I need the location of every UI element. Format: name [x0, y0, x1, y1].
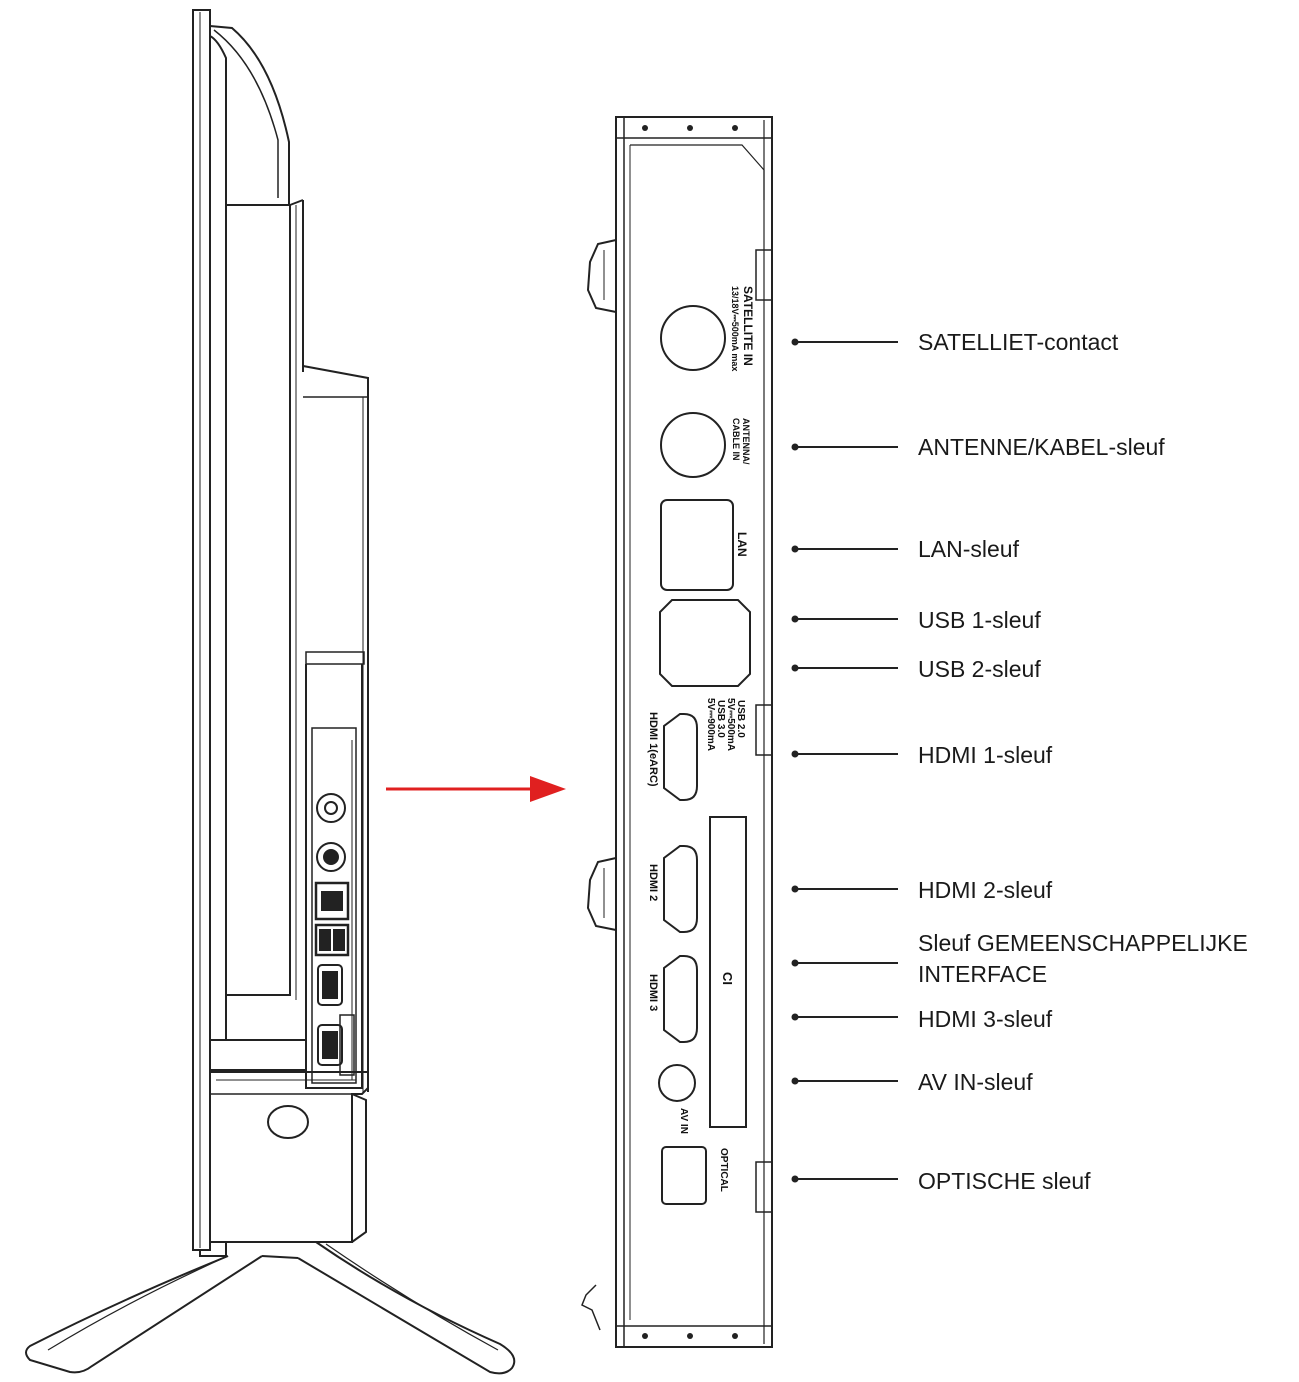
panel-clip-mid: [586, 857, 617, 931]
hdmi1-panel-label: HDMI 1(eARC): [647, 712, 659, 787]
callout-hdmi2: HDMI 2-sleuf: [791, 877, 1053, 903]
avin-port: [658, 1064, 696, 1102]
optical-panel-label: OPTICAL: [718, 1148, 729, 1192]
side-antenna-port: [316, 842, 346, 872]
callout-optical: OPTISCHE sleuf: [791, 1168, 1091, 1194]
hdmi2-panel-label: HDMI 2: [647, 864, 659, 901]
zoom-arrow: [386, 776, 566, 802]
antenna-port: [660, 412, 726, 478]
lan-panel-label: LAN: [735, 532, 749, 557]
callout-hdmi3: HDMI 3-sleuf: [791, 1006, 1053, 1032]
panel-clip-top: [586, 239, 617, 313]
callout-label-usb1: USB 1-sleuf: [918, 607, 1041, 633]
optical-port: [661, 1146, 707, 1205]
side-hdmi-port-2: [317, 1024, 343, 1066]
ci-slot: [709, 816, 747, 1128]
avin-panel-label: AV IN: [678, 1108, 689, 1134]
callout-label-usb2: USB 2-sleuf: [918, 656, 1041, 682]
tv-back-body: [225, 205, 291, 996]
side-lan-port: [314, 881, 350, 921]
callout-usb1: USB 1-sleuf: [791, 607, 1041, 633]
callout-label-ci-line1: Sleuf GEMEENSCHAPPELIJKE: [918, 930, 1248, 956]
callout-satellite: SATELLIET-contact: [791, 329, 1119, 355]
callout-hdmi1: HDMI 1-sleuf: [791, 742, 1053, 768]
callout-label-hdmi3: HDMI 3-sleuf: [918, 1006, 1053, 1032]
usb-port: [659, 599, 751, 687]
connector-panel: [581, 116, 773, 1348]
callout-label-optical: OPTISCHE sleuf: [918, 1168, 1091, 1194]
tv-back-top: [209, 25, 290, 206]
tv-stand-base: [199, 1242, 227, 1257]
stand-screw-hole: [267, 1105, 309, 1139]
usb-panel-label-2: 5V⎓500mA: [725, 698, 736, 751]
usb-panel-label-3: USB 3.0: [715, 700, 726, 738]
callout-label-lan: LAN-sleuf: [918, 536, 1020, 562]
callout-label-ci-line2: INTERFACE: [918, 961, 1047, 987]
antenna-panel-label-1: ANTENNA/: [741, 418, 751, 465]
callout-label-satellite: SATELLIET-contact: [918, 329, 1119, 355]
satellite-port: [660, 305, 726, 371]
callout-label-hdmi2: HDMI 2-sleuf: [918, 877, 1053, 903]
callout-usb2: USB 2-sleuf: [791, 656, 1041, 682]
hdmi1-port: [663, 713, 698, 801]
hdmi2-port: [663, 845, 698, 933]
satellite-panel-label: SATELLITE IN: [741, 286, 755, 366]
hdmi3-panel-label: HDMI 3: [647, 974, 659, 1011]
satellite-spec-label: 13/18V⎓500mA max: [730, 286, 740, 371]
callout-avin: AV IN-sleuf: [791, 1069, 1033, 1095]
side-usb-ports: [314, 923, 350, 957]
tv-bezel: [192, 9, 211, 1251]
panel-printed-labels: SATELLITE IN 13/18V⎓500mA max ANTENNA/ C…: [647, 286, 755, 1192]
callout-label-hdmi1: HDMI 1-sleuf: [918, 742, 1053, 768]
usb-panel-label-4: 5V⎓900mA: [705, 698, 716, 751]
usb-panel-label-1: USB 2.0: [735, 700, 746, 738]
tv-side-view: [25, 9, 516, 1375]
callout-group: SATELLIET-contact ANTENNE/KABEL-sleuf LA…: [791, 329, 1248, 1194]
ci-panel-label: CI: [720, 972, 735, 985]
hdmi3-port: [663, 955, 698, 1043]
side-hdmi-port: [317, 964, 343, 1006]
antenna-panel-label-2: CABLE IN: [731, 418, 741, 461]
callout-lan: LAN-sleuf: [791, 536, 1020, 562]
tv-connector-block: [305, 664, 363, 1089]
callout-label-antenna: ANTENNE/KABEL-sleuf: [918, 434, 1165, 460]
callout-label-avin: AV IN-sleuf: [918, 1069, 1033, 1095]
callout-antenna: ANTENNE/KABEL-sleuf: [791, 434, 1165, 460]
side-satellite-port: [316, 793, 346, 823]
tv-stand-neck: [209, 1071, 369, 1243]
lan-port: [660, 499, 734, 591]
callout-ci: Sleuf GEMEENSCHAPPELIJKE INTERFACE: [791, 930, 1248, 987]
